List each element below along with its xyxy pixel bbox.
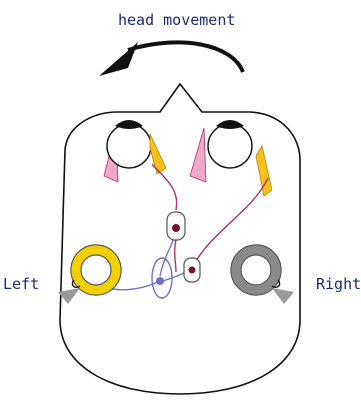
head-movement-arrow <box>99 42 243 76</box>
left-side-label: Left <box>3 275 39 293</box>
head-movement-label: head movement <box>118 11 235 29</box>
nucleus-right <box>184 258 200 282</box>
right-side-label: Right <box>316 275 361 293</box>
nucleus-upper <box>167 212 185 240</box>
